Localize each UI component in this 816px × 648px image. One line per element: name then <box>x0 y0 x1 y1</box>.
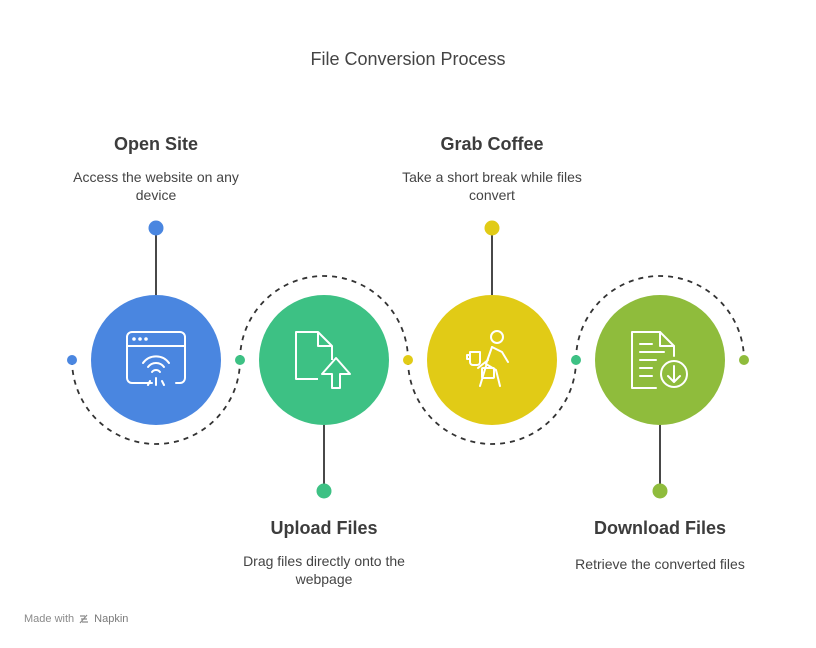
connector-arc-3 <box>407 359 577 445</box>
junction-dot-4 <box>571 355 581 365</box>
file-upload-icon <box>295 331 351 389</box>
connector-arc-1 <box>71 359 241 445</box>
footer-prefix: Made with <box>24 613 75 625</box>
connector-arc-4 <box>575 275 745 361</box>
stem-dot-3 <box>484 220 500 236</box>
step-title-open-site: Open Site <box>113 134 198 154</box>
connector-arc-2 <box>239 275 409 361</box>
stem-dot-1 <box>148 220 164 236</box>
footer-brand: Napkin <box>94 613 129 625</box>
napkin-logo-icon <box>79 614 89 624</box>
step-circle-open-site <box>91 295 221 425</box>
step-desc-download-files: Retrieve the converted files <box>575 556 745 572</box>
person-coffee-icon <box>466 330 509 387</box>
step-circle-upload-files <box>259 295 389 425</box>
stem-dot-4 <box>652 483 668 499</box>
browser-wifi-icon <box>126 331 186 386</box>
step-title-upload-files: Upload Files <box>270 518 378 538</box>
step-title-download-files: Download Files <box>593 518 726 538</box>
diagram-title: File Conversion Process <box>310 49 506 69</box>
junction-dot-1 <box>67 355 77 365</box>
junction-dot-3 <box>403 355 413 365</box>
file-download-icon <box>631 331 688 389</box>
junction-dot-5 <box>739 355 749 365</box>
step-desc-open-site: Access the website on any device <box>73 169 239 203</box>
stem-dot-2 <box>316 483 332 499</box>
junction-dot-2 <box>235 355 245 365</box>
step-circle-grab-coffee <box>427 295 557 425</box>
step-title-grab-coffee: Grab Coffee <box>440 134 544 154</box>
step-circle-download-files <box>595 295 725 425</box>
step-desc-grab-coffee: Take a short break while files convert <box>402 169 582 203</box>
footer-attribution: Made with Napkin <box>24 613 128 625</box>
step-desc-upload-files: Drag files directly onto the webpage <box>243 553 405 587</box>
